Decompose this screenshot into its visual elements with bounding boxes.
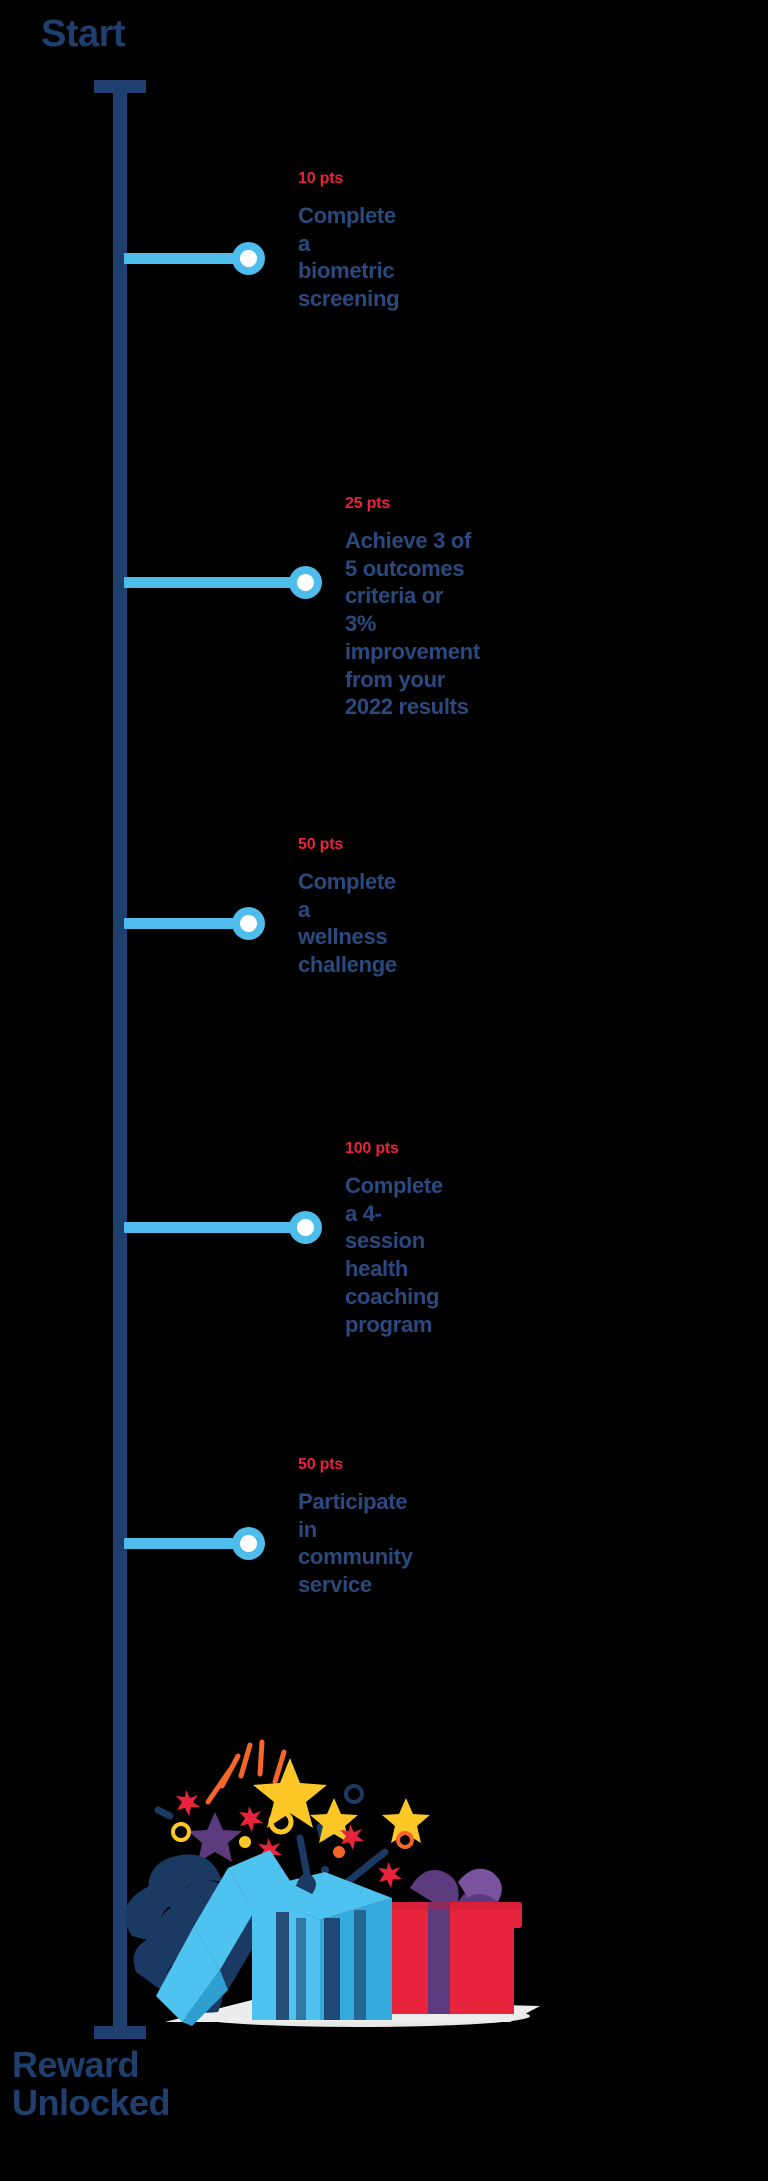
reward-label-line1: Reward [12, 2044, 140, 2085]
milestone-node-icon[interactable] [289, 1211, 322, 1244]
milestone-connector [124, 577, 297, 588]
reward-unlocked-label: Reward Unlocked [12, 2044, 232, 2124]
milestone-points-badge: 50 pts [298, 1456, 344, 1473]
milestone-description: Achieve 3 of 5 outcomes criteria or 3% i… [345, 528, 480, 720]
reward-label-line2: Unlocked [12, 2082, 171, 2124]
milestone-node-icon[interactable] [232, 907, 265, 940]
milestone-points-badge: 50 pts [298, 836, 344, 853]
milestone-node-icon[interactable] [232, 242, 265, 275]
milestone-points-badge: 10 pts [298, 170, 344, 187]
milestone-description: Complete a 4-session health coaching pro… [345, 1173, 443, 1337]
milestone-description: Participate in community service [298, 1489, 413, 1598]
timeline-spine [113, 85, 127, 2038]
reward-gift-illustration [110, 1690, 550, 2030]
milestone-description: Complete a wellness challenge [298, 869, 397, 978]
milestone-connector [124, 1538, 240, 1549]
timeline-end-cap [94, 2026, 146, 2039]
start-label: Start [41, 13, 126, 55]
milestone-connector [124, 253, 240, 264]
milestone-node-icon[interactable] [289, 566, 322, 599]
milestone-connector [124, 1222, 297, 1233]
milestone-description: Complete a biometric screening [298, 203, 400, 312]
milestone-connector [124, 918, 240, 929]
milestone-points-badge: 25 pts [345, 495, 391, 512]
milestone-points-badge: 100 pts [345, 1140, 399, 1157]
milestone-node-icon[interactable] [232, 1527, 265, 1560]
